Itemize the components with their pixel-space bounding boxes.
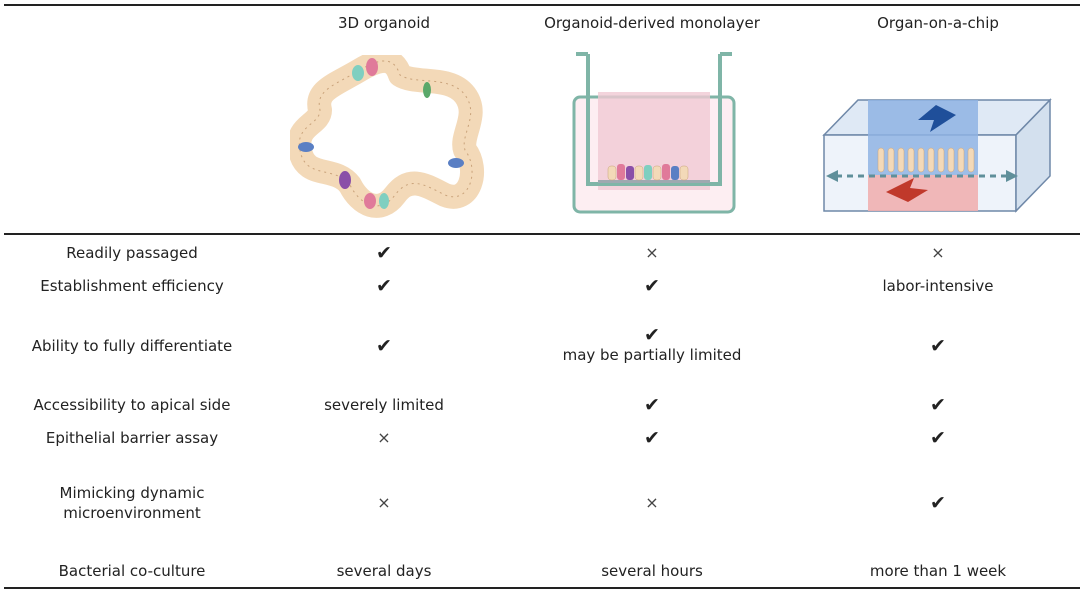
cell-chip-coculture: more than 1 week [869,562,1007,580]
cell-monolayer-coculture: several hours [601,562,703,580]
row-label-readily-passaged: Readily passaged [66,244,198,262]
cell-chip-differentiate: ✔ [930,335,946,357]
cell-chip-dynamic: ✔ [930,492,946,514]
cell-chip-passaged: × [931,243,945,262]
cell-organoid-differentiate: ✔ [376,335,392,357]
cell-organoid-passaged: ✔ [376,242,392,264]
flow-arrow-red [886,178,928,202]
cell-organoid-barrier: × [377,428,391,447]
row-label-establishment: Establishment efficiency [40,277,224,295]
stretch-arrow-right [1006,170,1018,182]
row-label-differentiate: Ability to fully differentiate [31,337,233,355]
cell-monolayer-differentiate-note: may be partially limited [562,346,742,364]
organoid-illustration [290,55,485,218]
row-label-bacterial-coculture: Bacterial co-culture [58,562,206,580]
cell-monolayer-apical: ✔ [644,394,660,416]
cell-monolayer-dynamic: × [645,493,659,512]
cell-monolayer-passaged: × [645,243,659,262]
cell-organoid-establishment: ✔ [376,275,392,297]
column-header-monolayer: Organoid-derived monolayer [544,14,760,32]
column-header-organoid: 3D organoid [337,14,431,32]
transwell-illustration [572,52,736,214]
bottom-rule [4,587,1080,589]
row-label-dynamic-microenvironment: Mimicking dynamic microenvironment [59,484,205,522]
header-rule [4,233,1080,235]
cell-chip-apical: ✔ [930,394,946,416]
top-rule [4,4,1080,6]
cell-organoid-coculture: several days [336,562,432,580]
cell-monolayer-barrier: ✔ [644,427,660,449]
cell-pink-bottom [364,193,376,209]
cell-teal [352,65,364,81]
cell-blue-left [298,142,314,152]
monolayer-cells [607,164,689,181]
row-label-apical-access: Accessibility to apical side [33,396,231,414]
cell-organoid-apical: severely limited [324,396,444,414]
cell-pink [366,58,378,76]
flow-arrow-blue [918,105,956,132]
cell-chip-barrier: ✔ [930,427,946,449]
cell-monolayer-differentiate: ✔ [644,324,660,346]
cell-purple [339,171,351,189]
cell-chip-establishment: labor-intensive [882,277,994,295]
row-label-barrier-assay: Epithelial barrier assay [45,429,219,447]
chip-epithelium [877,147,975,173]
stretch-arrow-left [826,170,838,182]
column-header-organ-chip: Organ-on-a-chip [877,14,999,32]
cell-monolayer-establishment: ✔ [644,275,660,297]
cell-organoid-dynamic: × [377,493,391,512]
cell-green [423,82,431,98]
cell-blue-right [448,158,464,168]
organ-chip-illustration [822,98,1052,213]
cell-teal-bottom [379,193,389,209]
